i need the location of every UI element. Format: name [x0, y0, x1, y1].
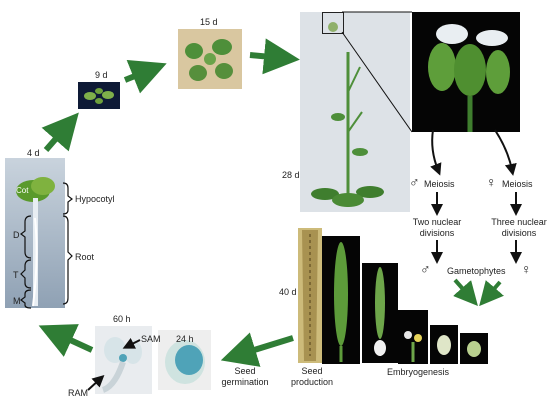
arrow-gametophytes-left [453, 278, 478, 306]
arrow-15d-to-28d [249, 38, 300, 75]
seed-24h-image [158, 330, 211, 390]
embryo-stage-4-image [430, 325, 458, 364]
two-nuclear-line2: divisions [419, 228, 455, 238]
two-nuclear-line1: Two nuclear [412, 217, 462, 227]
male-symbol-gametophyte: ♂ [420, 261, 431, 277]
sam-pointer-arrow [122, 337, 141, 349]
seed-production-line1: Seed [301, 366, 323, 376]
ram-label: RAM [68, 388, 88, 398]
seed-germination-line2: germination [221, 377, 269, 387]
seedling-4d-image [5, 158, 65, 308]
embryo-stage-2-image [362, 263, 398, 363]
hypocotyl-bracket [62, 182, 73, 215]
root-bracket [62, 215, 73, 305]
ram-pointer-arrow [87, 374, 105, 391]
label-4d: 4 d [27, 148, 40, 158]
male-meiosis-label: Meiosis [424, 179, 455, 189]
embryo-stage-5-image [460, 333, 488, 364]
label-40d: 40 d [279, 287, 297, 297]
plant-15d-image [178, 29, 242, 89]
female-symbol-gametophyte: ♀ [521, 261, 532, 277]
silique-40d-image [298, 228, 322, 363]
label-28d: 28 d [282, 170, 300, 180]
zone-t-label: T [13, 270, 19, 280]
flower-inset-image [412, 12, 520, 132]
label-9d: 9 d [95, 70, 108, 80]
sam-label: SAM [141, 334, 161, 344]
zone-t-bracket [20, 259, 32, 289]
three-nuclear-line2: divisions [501, 228, 537, 238]
zone-m-label: M [13, 296, 21, 306]
gametophytes-label: Gametophytes [447, 266, 506, 276]
zone-d-label: D [13, 230, 20, 240]
female-meiosis-label: Meiosis [502, 179, 533, 189]
embryogenesis-label: Embryogenesis [387, 367, 450, 377]
arrow-to-seedling [38, 324, 94, 357]
zoom-box [322, 12, 344, 34]
zone-m-bracket [20, 289, 32, 309]
seedling-9d-image [78, 82, 120, 109]
arrow-9d-to-15d [123, 59, 167, 94]
zone-d-bracket [20, 215, 32, 259]
label-60h: 60 h [113, 314, 131, 324]
three-nuclear-line1: Three nuclear [491, 217, 547, 227]
label-15d: 15 d [200, 17, 218, 27]
arrow-flower-to-male [430, 129, 442, 176]
female-symbol: ♀ [486, 174, 497, 190]
embryo-stage-1-image [322, 236, 360, 364]
embryo-stage-3-image [398, 310, 428, 364]
seed-germination-line1: Seed [234, 366, 256, 376]
male-symbol: ♂ [409, 174, 420, 190]
arrow-to-germination [220, 332, 294, 367]
root-label: Root [75, 252, 95, 262]
arrow-flower-to-female [494, 129, 517, 176]
arrow-4d-to-9d [41, 112, 79, 152]
arrow-gametophytes-right [479, 280, 504, 307]
cotyledon-label: Cot [16, 186, 29, 195]
label-24h: 24 h [176, 334, 194, 344]
plant-28d-image [300, 12, 410, 212]
seed-production-line2: production [290, 377, 334, 387]
hypocotyl-label: Hypocotyl [75, 194, 115, 204]
